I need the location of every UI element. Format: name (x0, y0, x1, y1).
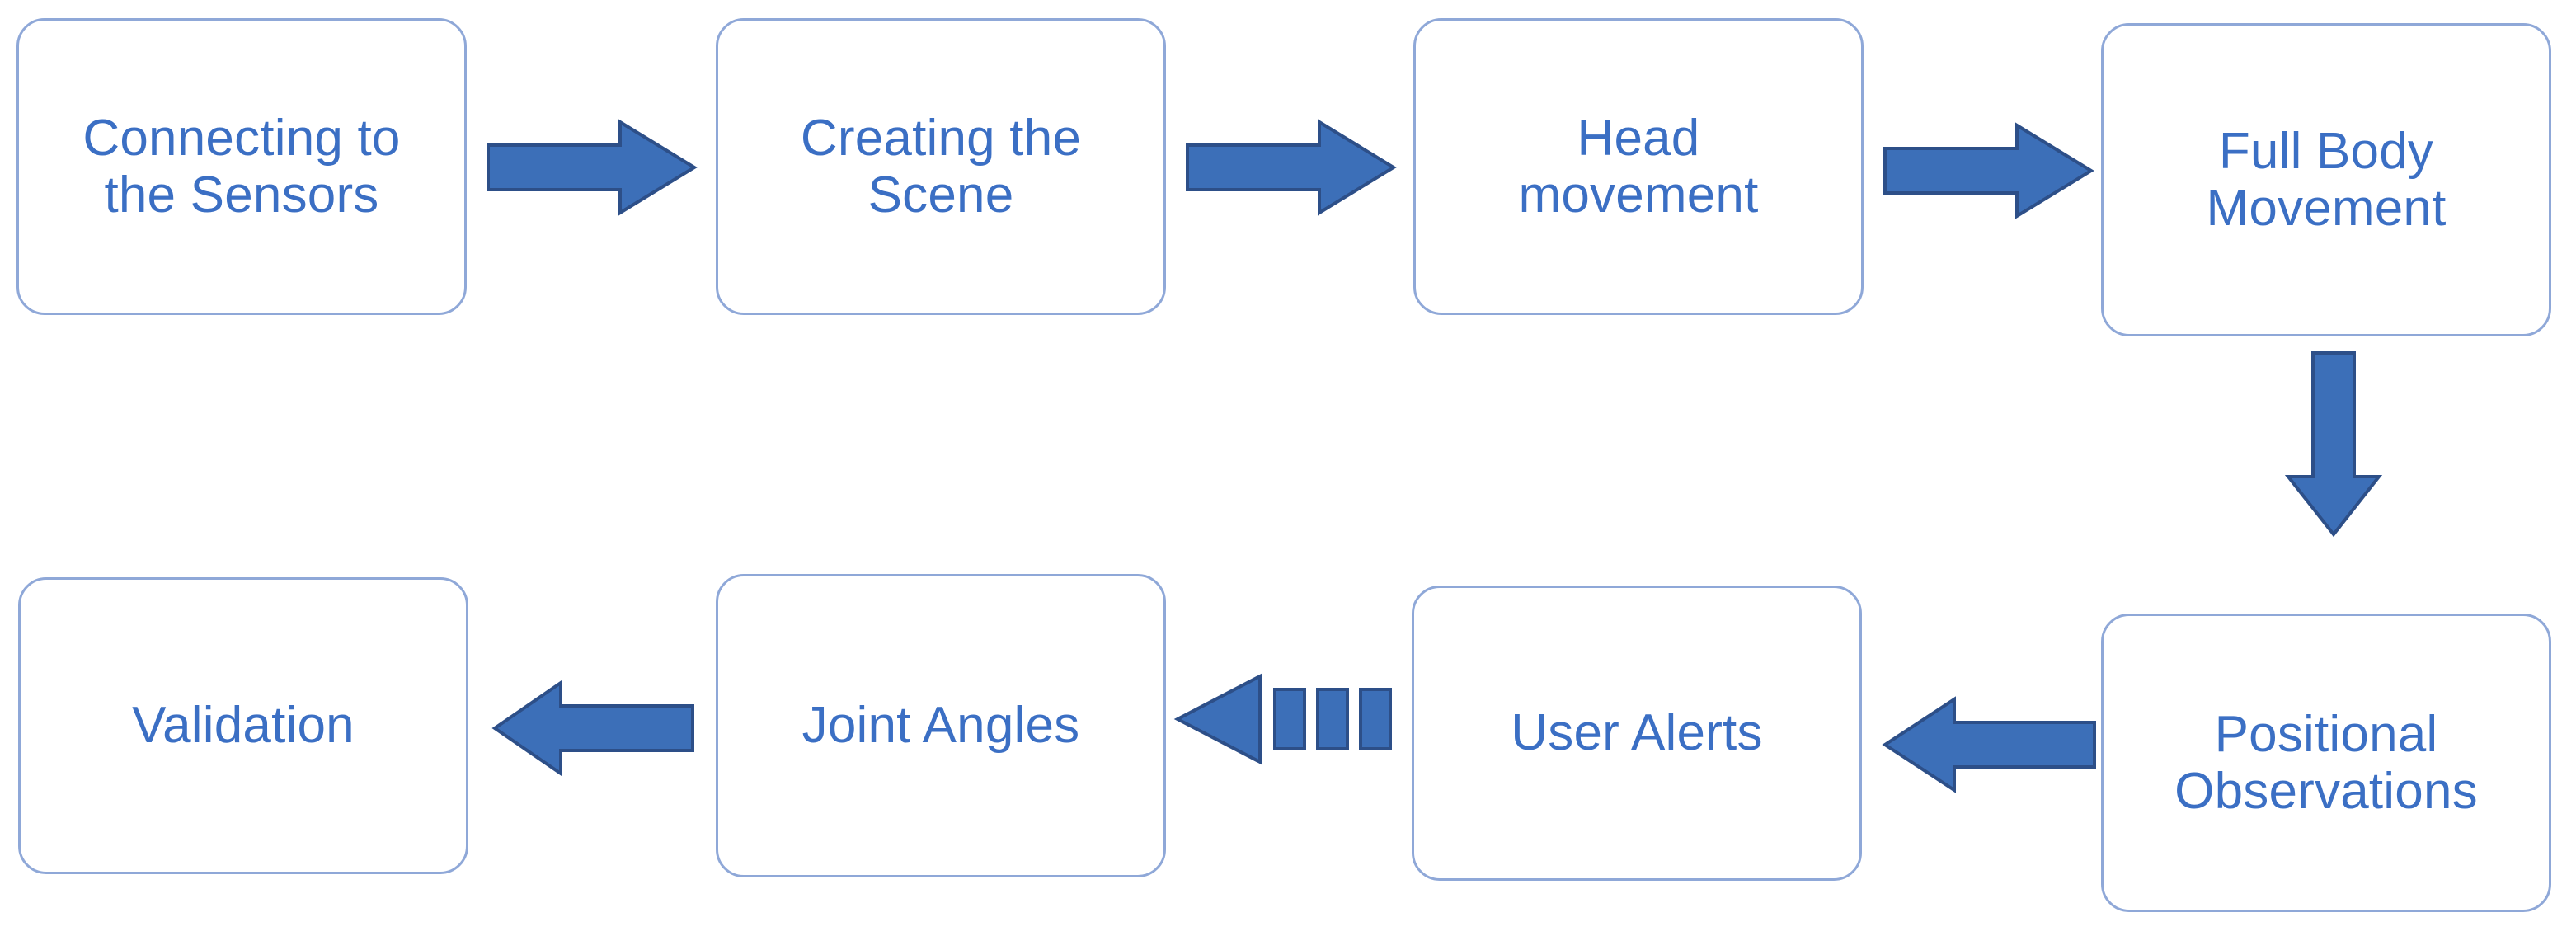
node-user-alerts[interactable]: User Alerts (1412, 586, 1862, 881)
node-validation[interactable]: Validation (18, 577, 468, 874)
node-label: User Alerts (1511, 704, 1763, 762)
node-label: Positional Observations (2174, 705, 2478, 820)
node-full-body-movement[interactable]: Full Body Movement (2101, 23, 2551, 336)
node-label: Full Body Movement (2206, 122, 2447, 237)
arrow-full-body-to-positional (2284, 351, 2383, 538)
arrow-user-alerts-to-joint-angles-dashed (1173, 673, 1392, 765)
node-head-movement[interactable]: Head movement (1413, 18, 1864, 315)
arrow-head-to-full-body (1883, 122, 2094, 219)
arrow-joint-angles-to-validation (491, 680, 694, 777)
arrow-positional-to-user-alerts (1882, 696, 2096, 793)
node-label: Creating the Scene (800, 109, 1082, 223)
node-joint-angles[interactable]: Joint Angles (716, 574, 1166, 877)
arrow-connecting-to-creating (487, 119, 698, 216)
arrow-creating-to-head (1186, 119, 1397, 216)
node-label: Joint Angles (801, 697, 1080, 755)
node-label: Head movement (1518, 109, 1759, 223)
node-positional-observations[interactable]: Positional Observations (2101, 614, 2551, 912)
node-connecting-to-the-sensors[interactable]: Connecting to the Sensors (16, 18, 467, 315)
node-label: Validation (132, 697, 355, 755)
node-label: Connecting to the Sensors (82, 109, 401, 223)
node-creating-the-scene[interactable]: Creating the Scene (716, 18, 1166, 315)
